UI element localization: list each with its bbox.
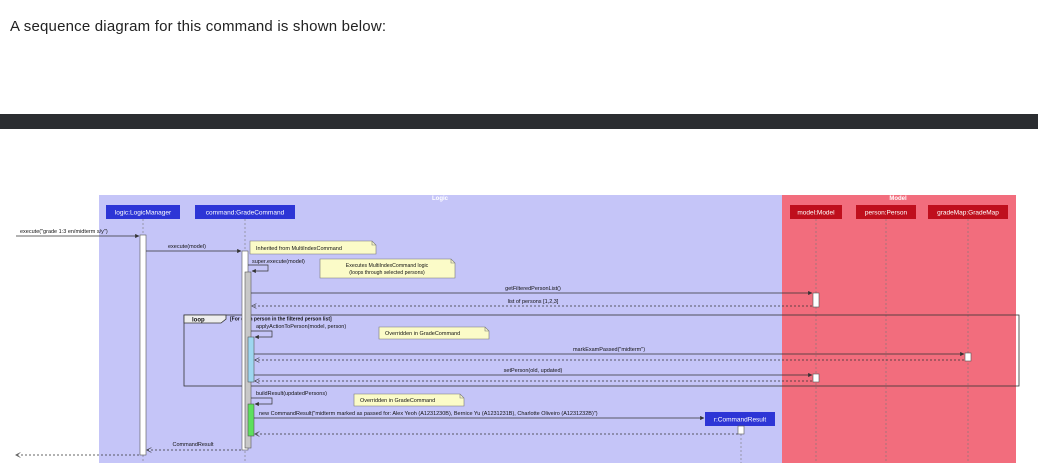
- label-apply-action: applyActionToPerson(model, person): [256, 324, 346, 330]
- loop-fragment: loop [For each person in the filtered pe…: [183, 314, 1020, 387]
- activation-bars: [139, 234, 972, 456]
- svg-text:logic:LogicManager: logic:LogicManager: [115, 210, 172, 217]
- note-executes: Executes MultiIndexCommand logic (loops …: [319, 258, 456, 279]
- loop-keyword: loop: [192, 318, 205, 324]
- label-command-result-return: CommandResult: [173, 442, 214, 448]
- activation-grade-map: [964, 352, 972, 362]
- label-new-result: new CommandResult("midterm marked as pas…: [259, 411, 598, 417]
- activation-command-result: [737, 425, 745, 435]
- participant-grade-map: gradeMap:GradeMap: [928, 205, 1008, 219]
- messages: [16, 233, 965, 455]
- label-build-result: buildResult(updatedPersons): [256, 391, 327, 397]
- svg-text:Overridden in GradeCommand: Overridden in GradeCommand: [385, 331, 460, 337]
- svg-text:r:CommandResult: r:CommandResult: [714, 417, 767, 424]
- svg-text:gradeMap:GradeMap: gradeMap:GradeMap: [937, 210, 999, 217]
- label-super-execute: super.execute(model): [252, 259, 305, 265]
- activation-model-set: [812, 373, 820, 383]
- note-overridden-build: Overridden in GradeCommand: [353, 393, 465, 407]
- activation-apply-action: [247, 336, 255, 383]
- activation-model-filter: [812, 292, 820, 308]
- loop-guard: [For each person in the filtered person …: [230, 317, 332, 323]
- svg-text:command:GradeCommand: command:GradeCommand: [206, 210, 285, 217]
- label-get-filtered: getFilteredPersonList(): [505, 286, 561, 292]
- participant-logic-manager: logic:LogicManager: [106, 205, 180, 219]
- svg-text:person:Person: person:Person: [865, 210, 908, 217]
- label-execute-in: execute("grade 1:3 en/midterm s/y"): [20, 229, 108, 235]
- arrow-apply-action: [251, 330, 273, 340]
- label-list-return: list of persons [1,2,3]: [508, 299, 559, 305]
- activation-build-result: [247, 403, 255, 437]
- model-box: [782, 195, 1016, 463]
- label-mark-exam: markExamPassed("midterm"): [573, 347, 645, 353]
- svg-text:Overridden in GradeCommand: Overridden in GradeCommand: [360, 398, 435, 404]
- arrow-super-execute: [248, 264, 269, 274]
- participant-model: model:Model: [790, 205, 842, 219]
- label-execute-model: execute(model): [168, 244, 206, 250]
- label-set-person: setPerson(old, updated): [504, 368, 563, 374]
- model-box-title: Model: [889, 196, 907, 202]
- note-inherited: Inherited from MultiIndexCommand: [249, 240, 377, 255]
- svg-text:model:Model: model:Model: [797, 210, 835, 217]
- intro-text: A sequence diagram for this command is s…: [10, 18, 387, 35]
- logic-box-title: Logic: [432, 196, 449, 202]
- activation-logic-manager: [139, 234, 147, 456]
- participant-person: person:Person: [856, 205, 916, 219]
- svg-text:(loops through selected person: (loops through selected persons): [349, 270, 425, 276]
- arrow-build-result: [251, 397, 273, 407]
- message-labels: execute("grade 1:3 en/midterm s/y") exec…: [20, 229, 645, 448]
- participant-grade-command: command:GradeCommand: [195, 205, 295, 219]
- svg-text:Executes MultiIndexCommand log: Executes MultiIndexCommand logic: [346, 263, 429, 269]
- participant-command-result: r:CommandResult: [705, 412, 775, 426]
- section-divider-band: [0, 114, 1038, 129]
- svg-text:Inherited from MultiIndexComma: Inherited from MultiIndexCommand: [256, 246, 342, 252]
- note-overridden-apply: Overridden in GradeCommand: [378, 326, 490, 340]
